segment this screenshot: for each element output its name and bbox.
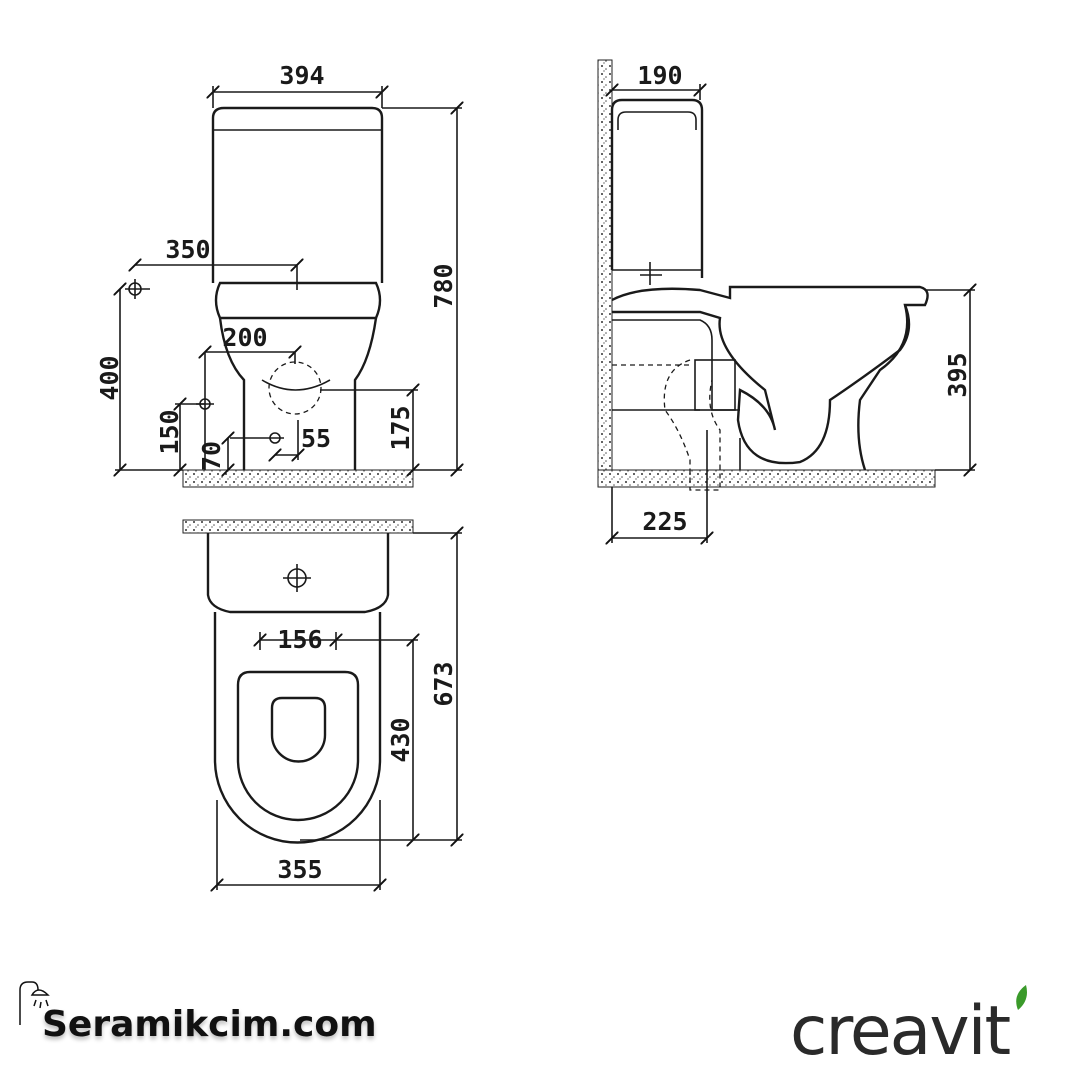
dim-673: 673 (429, 661, 458, 706)
dim-156: 156 (277, 625, 322, 654)
dim-355: 355 (277, 855, 322, 884)
dim-394: 394 (279, 61, 324, 90)
seat-edge (214, 281, 382, 320)
cistern-top (206, 533, 390, 614)
dim-190: 190 (637, 61, 682, 90)
dim-400: 400 (95, 355, 124, 400)
wall-hatch (182, 519, 414, 534)
dim-70: 70 (197, 441, 226, 471)
side-view: 190 395 225 (597, 59, 975, 543)
seat-top (236, 670, 360, 822)
leaf-icon (1016, 985, 1027, 1010)
front-view: 394 780 350 400 200 150 70 55 175 (95, 61, 462, 488)
dim-175: 175 (386, 405, 415, 450)
cistern-side (610, 98, 704, 278)
top-view: 156 430 673 355 (182, 519, 462, 890)
seramikcim-logo: Seramikcim.com (42, 1004, 377, 1045)
bowl-opening (270, 696, 327, 763)
shower-icon (19, 981, 50, 1025)
floor-hatch-side (597, 469, 936, 488)
dim-200: 200 (222, 323, 267, 352)
bowl-top (213, 612, 382, 844)
wall-hatch-side (597, 59, 613, 488)
dim-350: 350 (165, 235, 210, 264)
dim-395: 395 (943, 352, 972, 397)
bowl-side (611, 285, 929, 471)
creavit-logo: creavit (790, 992, 1011, 1071)
dim-780: 780 (429, 263, 458, 308)
dim-430: 430 (386, 717, 415, 762)
dim-225: 225 (642, 507, 687, 536)
floor-hatch (182, 469, 414, 488)
dim-55: 55 (301, 424, 331, 453)
cistern (211, 106, 384, 283)
dim-150: 150 (155, 409, 184, 454)
